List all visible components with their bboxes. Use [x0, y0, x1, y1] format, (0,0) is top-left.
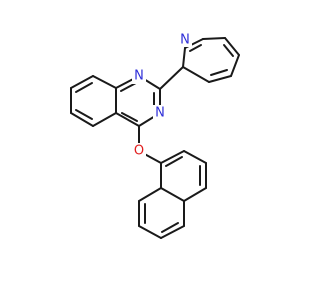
- bond: [138, 225, 162, 239]
- bond: [210, 69, 228, 76]
- benzo-ring: [70, 75, 117, 127]
- molecule-structure-diagram: N N N O: [70, 31, 240, 239]
- atom-label-n-pyridine: N: [180, 33, 190, 48]
- bond: [182, 66, 210, 83]
- bond: [75, 109, 93, 120]
- bond: [223, 44, 234, 57]
- bond: [165, 156, 183, 167]
- bond: [92, 112, 117, 127]
- bond: [70, 112, 94, 127]
- bond: [92, 75, 117, 89]
- atom-n1-quinazoline: N: [132, 68, 146, 84]
- bond: [121, 112, 138, 122]
- bond: [160, 187, 185, 202]
- bond: [224, 37, 240, 56]
- atom-label-n3: N: [155, 106, 165, 121]
- bond: [138, 187, 162, 202]
- bond: [202, 37, 226, 40]
- bond: [230, 54, 240, 77]
- naphthalene-ring: [138, 150, 207, 239]
- bond: [120, 82, 137, 92]
- bond: [160, 225, 185, 239]
- bond: [189, 44, 202, 52]
- bond: [75, 82, 93, 93]
- bond: [160, 150, 185, 164]
- atom-label-n1: N: [134, 69, 144, 84]
- pyridyl-quinazoline-bond: [159, 66, 184, 90]
- bond: [161, 222, 179, 233]
- bond: [115, 112, 140, 127]
- bond: [70, 75, 94, 89]
- atom-o-ether: O: [132, 143, 146, 159]
- bond: [182, 47, 186, 68]
- atom-label-o: O: [134, 144, 144, 159]
- bond: [208, 75, 232, 83]
- atom-n-pyridine: N: [178, 31, 192, 48]
- bond: [183, 187, 207, 202]
- bond: [183, 150, 207, 164]
- atom-n3-quinazoline: N: [153, 105, 167, 121]
